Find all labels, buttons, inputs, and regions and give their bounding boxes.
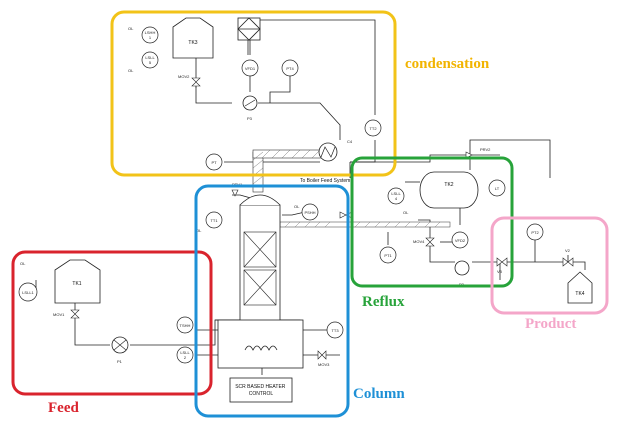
svg-text:LSLL1: LSLL1 xyxy=(22,290,34,295)
section-label-condensation: condensation xyxy=(405,56,490,72)
svg-text:PSHH: PSHH xyxy=(304,210,315,215)
heater-control-label: SCR BASED HEATER CONTROL xyxy=(235,384,287,397)
svg-text:PT: PT xyxy=(211,160,217,165)
prv2-label: PRV2 xyxy=(480,147,491,152)
piping xyxy=(35,19,586,375)
section-label-reflux: Reflux xyxy=(362,294,405,310)
section-boxes xyxy=(11,10,609,418)
section-label-product: Product xyxy=(525,316,576,332)
p3-label: P3 xyxy=(247,116,253,121)
tank-tk3 xyxy=(172,17,214,59)
svg-text:VFD1: VFD1 xyxy=(245,66,256,71)
section-label-column: Column xyxy=(353,386,405,402)
svg-text:MOV4: MOV4 xyxy=(413,239,425,244)
svg-text:TT2: TT2 xyxy=(369,126,377,131)
pump-p1 xyxy=(111,336,129,354)
tk1-label: TK1 xyxy=(72,281,81,287)
reflux-box xyxy=(350,156,514,288)
instrument-bubbles xyxy=(18,26,544,364)
tk4-label: TK4 xyxy=(575,291,584,297)
condenser-c4 xyxy=(318,142,338,162)
svg-text:LT: LT xyxy=(495,186,500,191)
svg-text:V3: V3 xyxy=(497,269,503,274)
valves xyxy=(70,77,574,360)
p1-label: P1 xyxy=(117,359,123,364)
svg-text:OL: OL xyxy=(294,204,300,209)
heat-exchanger-top xyxy=(237,17,261,41)
condensation-box xyxy=(110,10,397,177)
product-box xyxy=(490,216,609,315)
svg-text:PT1: PT1 xyxy=(384,253,392,258)
tk3-label: TK3 xyxy=(188,40,197,46)
section-label-feed: Feed xyxy=(48,400,79,416)
svg-text:OL: OL xyxy=(128,68,134,73)
svg-text:OL: OL xyxy=(20,261,26,266)
svg-text:TSHH: TSHH xyxy=(180,323,191,328)
pump-p3 xyxy=(242,95,258,111)
svg-text:MOV3: MOV3 xyxy=(318,362,330,367)
pump-p2 xyxy=(454,260,470,276)
svg-text:PT2: PT2 xyxy=(531,230,539,235)
svg-text:OL: OL xyxy=(403,210,409,215)
svg-text:OL: OL xyxy=(196,228,202,233)
svg-text:TT3: TT3 xyxy=(331,328,339,333)
tk2-label: TK2 xyxy=(444,182,453,188)
to-boiler-label: To Boiler Feed System xyxy=(300,178,350,184)
tank-tk4 xyxy=(567,271,593,304)
svg-text:V2: V2 xyxy=(565,248,571,253)
svg-text:MOV1: MOV1 xyxy=(53,312,65,317)
column-box xyxy=(194,184,350,418)
svg-text:TT1: TT1 xyxy=(210,218,218,223)
distillation-column xyxy=(217,194,304,403)
svg-text:MOV2: MOV2 xyxy=(178,74,190,79)
feed-box xyxy=(11,250,213,396)
svg-text:OL: OL xyxy=(128,26,134,31)
c4-label: C4 xyxy=(347,139,353,144)
svg-text:PT4: PT4 xyxy=(286,66,294,71)
tank-tk1 xyxy=(54,259,101,304)
tank-tk2 xyxy=(419,171,479,209)
svg-text:VFD2: VFD2 xyxy=(455,238,466,243)
